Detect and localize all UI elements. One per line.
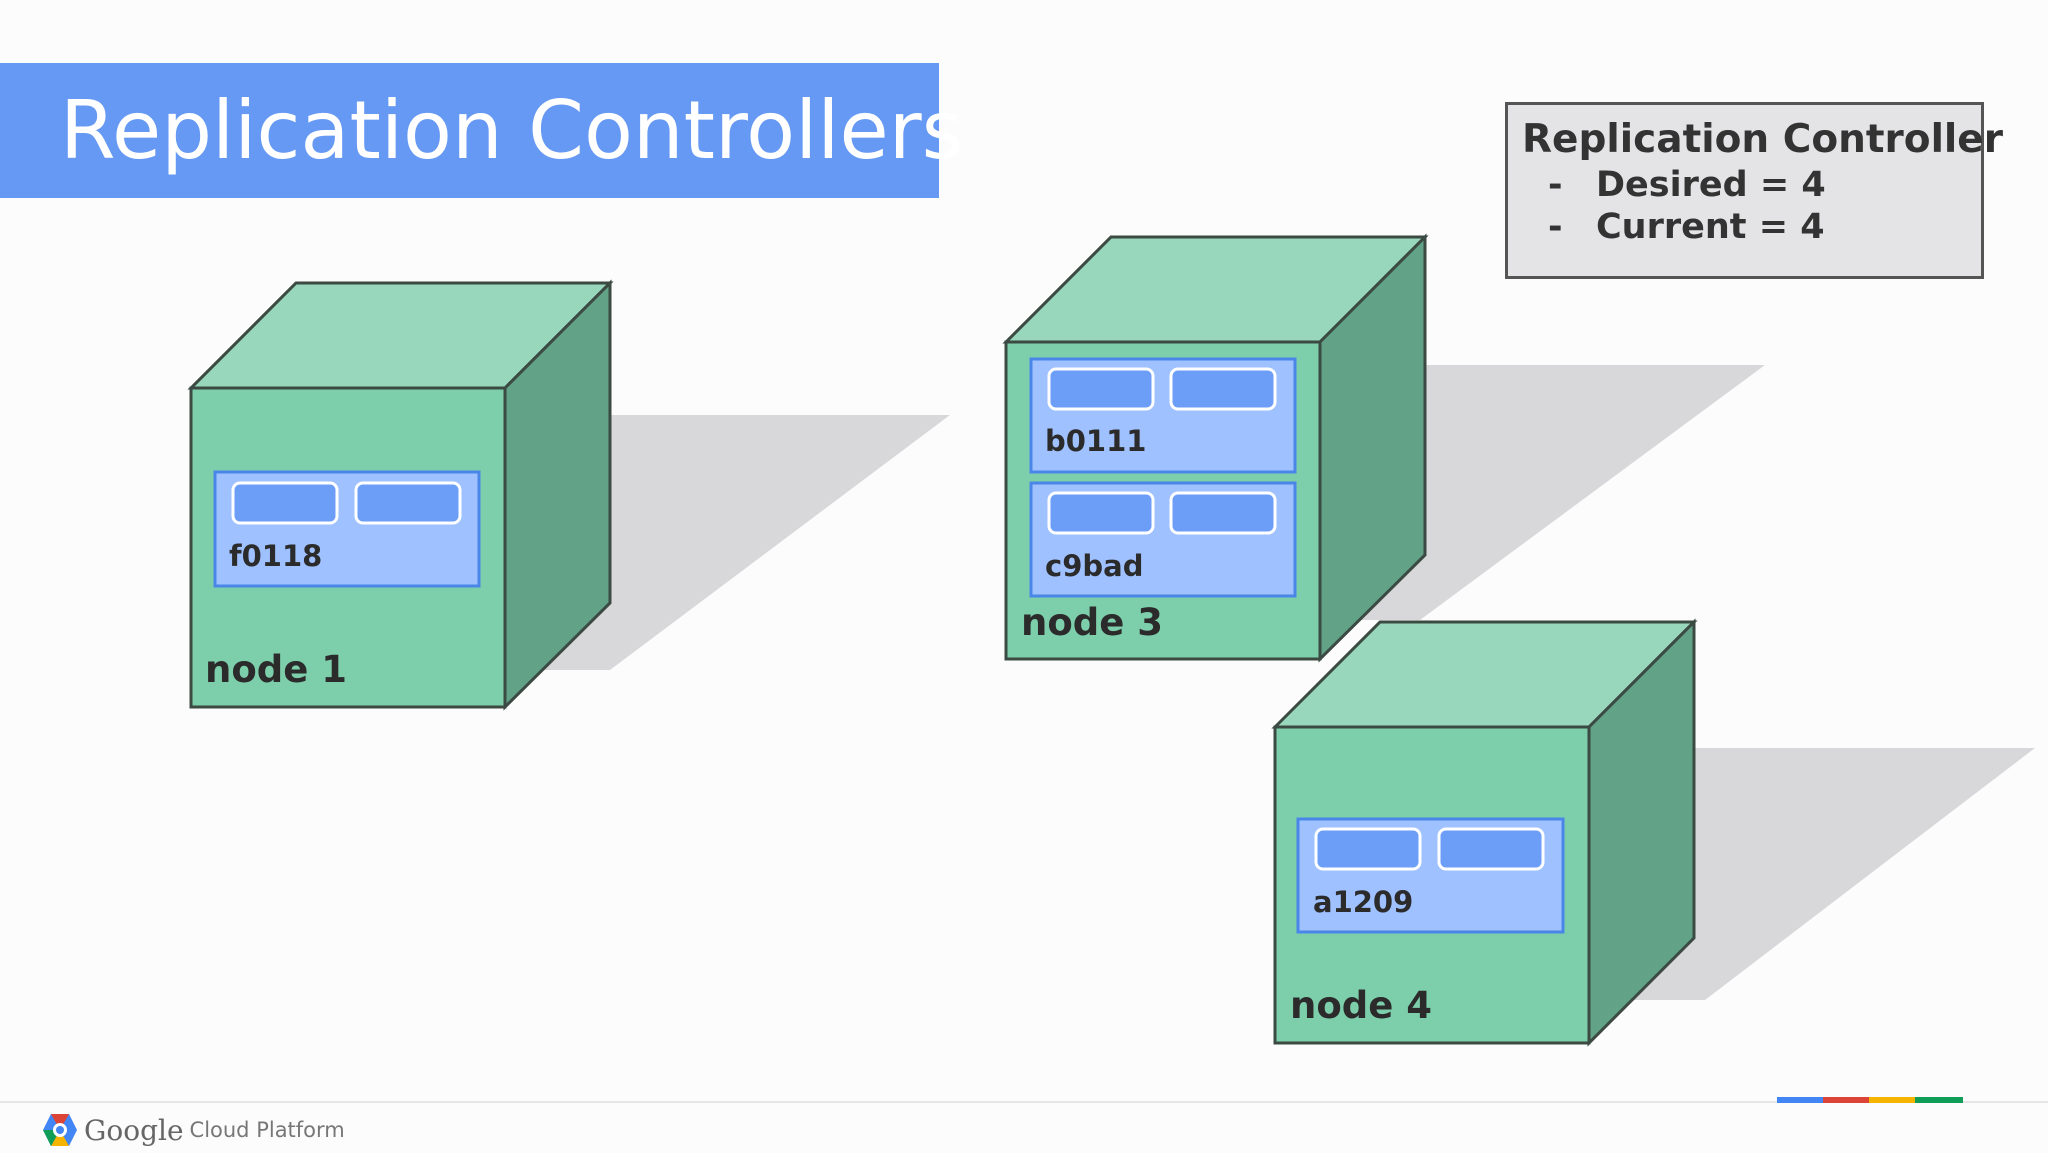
rc-desired-text: Desired = 4 (1596, 165, 1826, 205)
container-box (1437, 827, 1545, 871)
pod-label: b0111 (1045, 424, 1146, 458)
bullet-dash: - (1548, 207, 1563, 247)
google-cloud-hexagon-icon (43, 1114, 77, 1146)
brand-strip-green (1915, 1097, 1963, 1103)
container-box (231, 481, 339, 525)
container-box (1314, 827, 1422, 871)
rc-current-text: Current = 4 (1596, 207, 1825, 247)
node1-shadow (505, 415, 950, 670)
node-3: b0111 c9bad node 3 (1002, 233, 1429, 663)
footer-divider (0, 1101, 2048, 1103)
container-box (1047, 491, 1155, 535)
title-banner: Replication Controllers (0, 63, 963, 198)
brand-strip-yellow (1869, 1097, 1915, 1103)
node3-shadow (1320, 365, 1765, 620)
node-4: a1209 node 4 (1271, 618, 1698, 1047)
rc-current-line: -Current = 4 (1548, 207, 1825, 247)
node-1: f0118 node 1 (187, 279, 614, 711)
pod-c9bad: c9bad (1029, 481, 1297, 598)
node-label: node 1 (205, 648, 347, 691)
node4-shadow (1595, 748, 2035, 1000)
brand-strip-blue (1777, 1097, 1823, 1103)
node-label: node 3 (1021, 601, 1163, 644)
footer-logo: Google Cloud Platform (42, 1110, 345, 1150)
pod-a1209: a1209 (1296, 817, 1565, 934)
pod-b0111: b0111 (1029, 357, 1297, 474)
container-box (1169, 491, 1277, 535)
footer-brand: Google (84, 1113, 184, 1147)
bullet-dash: - (1548, 165, 1563, 205)
rc-desired-line: -Desired = 4 (1548, 165, 1826, 205)
brand-strip-red (1823, 1097, 1869, 1103)
pod-f0118: f0118 (213, 470, 481, 588)
replication-controller-box: Replication Controller -Desired = 4 -Cur… (1505, 102, 2003, 279)
page-title: Replication Controllers (60, 84, 964, 177)
container-box (1169, 367, 1277, 411)
rc-heading: Replication Controller (1522, 117, 2003, 162)
footer-product: Cloud Platform (189, 1118, 345, 1142)
container-box (1047, 367, 1155, 411)
node-label: node 4 (1290, 984, 1432, 1027)
pod-label: f0118 (229, 539, 322, 573)
container-box (354, 481, 462, 525)
pod-label: c9bad (1045, 549, 1143, 583)
pod-label: a1209 (1313, 885, 1413, 919)
